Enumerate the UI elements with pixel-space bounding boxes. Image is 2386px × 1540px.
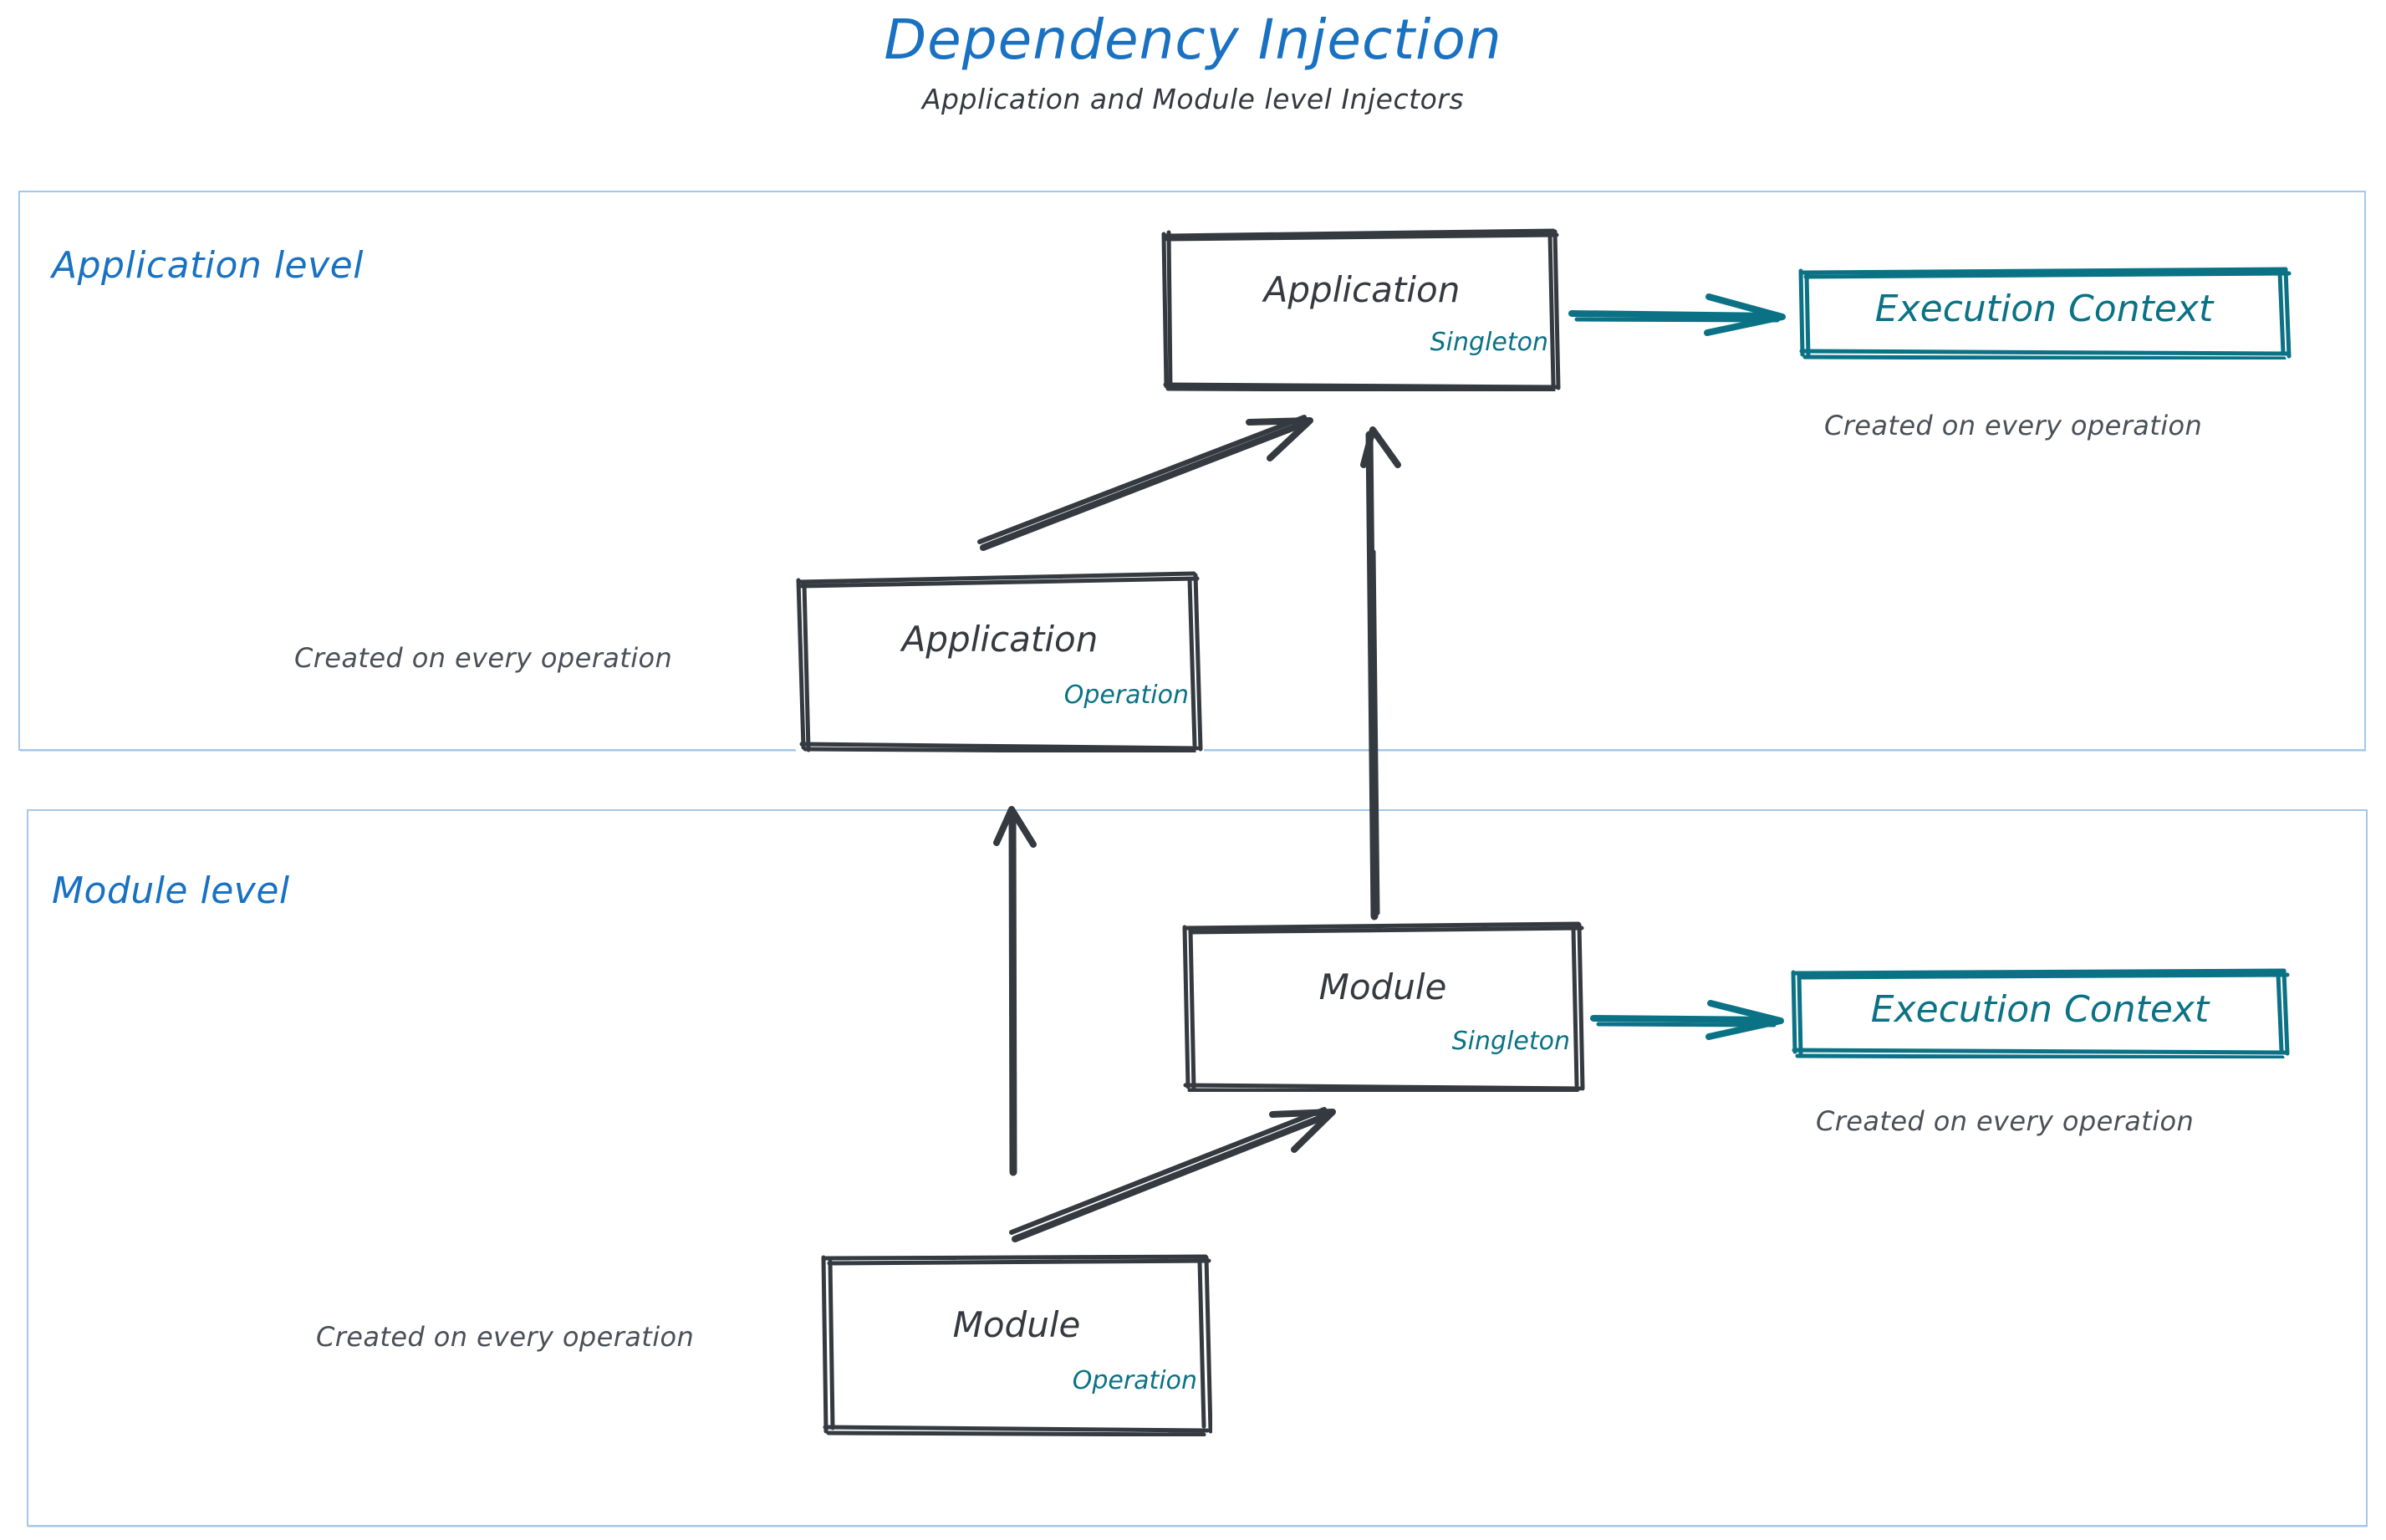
page-subtitle: Application and Module level Injectors: [921, 82, 1465, 115]
node-execution-context-module[interactable]: Execution Context: [1789, 968, 2291, 1058]
title-block: Dependency Injection Application and Mod…: [0, 8, 2386, 115]
module-level-container: [27, 809, 2368, 1527]
node-title: Application: [1263, 269, 1461, 310]
node-title: Execution Context: [1874, 288, 2214, 330]
page-title: Dependency Injection: [884, 8, 1502, 72]
node-title: Module: [1318, 966, 1447, 1007]
node-title: Execution Context: [1870, 988, 2210, 1031]
annotation-application-operation: Created on every operation: [294, 642, 673, 674]
node-scope-badge: Singleton: [1451, 1027, 1570, 1056]
node-title: Application: [901, 619, 1099, 660]
node-application-singleton[interactable]: Application Singleton: [1160, 227, 1563, 391]
annotation-execution-context-application: Created on every operation: [1824, 410, 2203, 441]
node-scope-badge: Operation: [1072, 1366, 1197, 1395]
node-title: Module: [952, 1304, 1081, 1345]
node-execution-context-application[interactable]: Execution Context: [1796, 266, 2292, 360]
node-application-operation[interactable]: Application Operation: [796, 570, 1204, 752]
node-module-operation[interactable]: Module Operation: [821, 1254, 1212, 1436]
node-scope-badge: Singleton: [1430, 328, 1548, 357]
sketchy-box-outline: [821, 1254, 1212, 1436]
node-module-singleton[interactable]: Module Singleton: [1180, 921, 1585, 1092]
sketchy-box-outline: [796, 571, 1203, 752]
module-level-label: Module level: [52, 869, 290, 912]
annotation-module-operation: Created on every operation: [316, 1321, 695, 1353]
node-scope-badge: Operation: [1063, 681, 1189, 710]
application-level-label: Application level: [52, 244, 364, 287]
annotation-execution-context-module: Created on every operation: [1816, 1105, 2195, 1137]
